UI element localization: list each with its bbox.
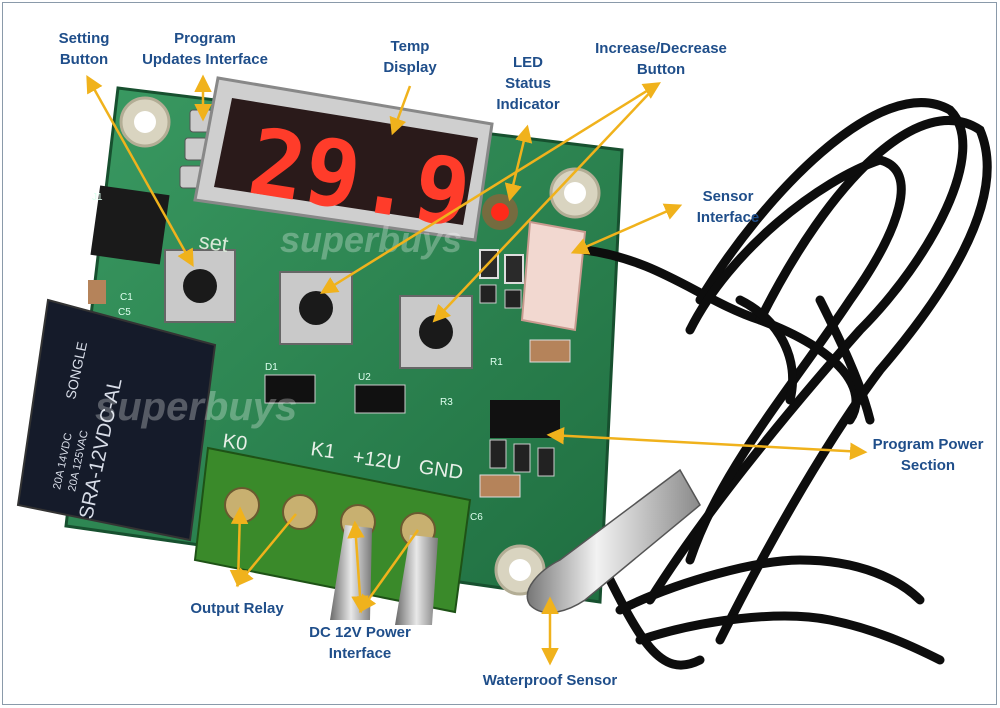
k0-label: K0 (221, 430, 248, 455)
sensor-cable (580, 98, 992, 670)
label-sensor-interface: Sensor Interface (696, 188, 760, 226)
watermark-bottom: superbuys (95, 385, 297, 429)
j1-label: J1 (92, 192, 103, 203)
d1-label: D1 (265, 362, 278, 373)
label-led-status: LED Status Indicator (496, 54, 560, 113)
arrow-setting-button (86, 74, 194, 268)
arrow-decrease (432, 83, 659, 323)
r3-label: R3 (440, 397, 453, 408)
arrow-increase (320, 82, 661, 294)
r1-label: R1 (490, 357, 503, 368)
label-increase-decrease: Increase/Decrease Button (595, 40, 727, 78)
watermark-top: superbuys (280, 219, 462, 260)
c1-label: C1 (120, 292, 133, 303)
sensor-connector (520, 220, 587, 332)
k1-label: K1 (309, 438, 336, 463)
c6-label: C6 (470, 512, 483, 523)
arrow-dc-power-2 (358, 529, 420, 613)
set-label: set (197, 228, 230, 257)
label-temp-display: Temp Display (383, 38, 437, 76)
label-waterproof-sensor: Waterproof Sensor (482, 672, 618, 689)
u2-label: U2 (358, 372, 371, 383)
waterproof-probe (526, 468, 701, 614)
c5-label: C5 (118, 307, 131, 318)
arrow-sensor-interface (570, 203, 683, 255)
label-program-updates: Program Updates Interface (142, 30, 268, 68)
label-dc-power: DC 12V Power Interface (309, 624, 411, 662)
label-setting-button: Setting Button (58, 30, 110, 68)
arrow-output-relay-2 (235, 513, 297, 587)
label-program-power: Program Power Section (872, 436, 984, 474)
relay (16, 298, 217, 542)
label-output-relay: Output Relay (190, 600, 284, 617)
arrow-program-power (546, 427, 868, 460)
led-indicator (482, 194, 518, 230)
annotation-arrows (86, 74, 868, 666)
